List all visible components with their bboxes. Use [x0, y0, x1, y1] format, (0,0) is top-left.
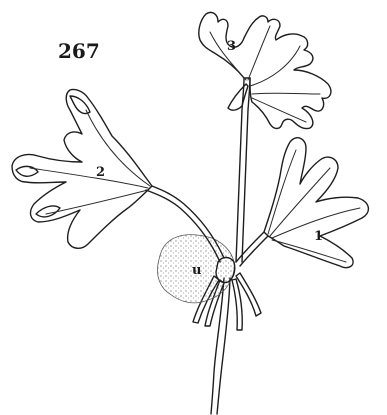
- leaf-3-label: 3: [227, 39, 236, 54]
- leaf-1-label: 1: [314, 229, 323, 244]
- figure-number: 267: [58, 39, 100, 63]
- prothallus-label: u: [192, 263, 201, 278]
- leaf-3: 3: [199, 12, 331, 262]
- leaf-1: 1: [236, 138, 368, 268]
- leaf-2-label: 2: [96, 165, 105, 180]
